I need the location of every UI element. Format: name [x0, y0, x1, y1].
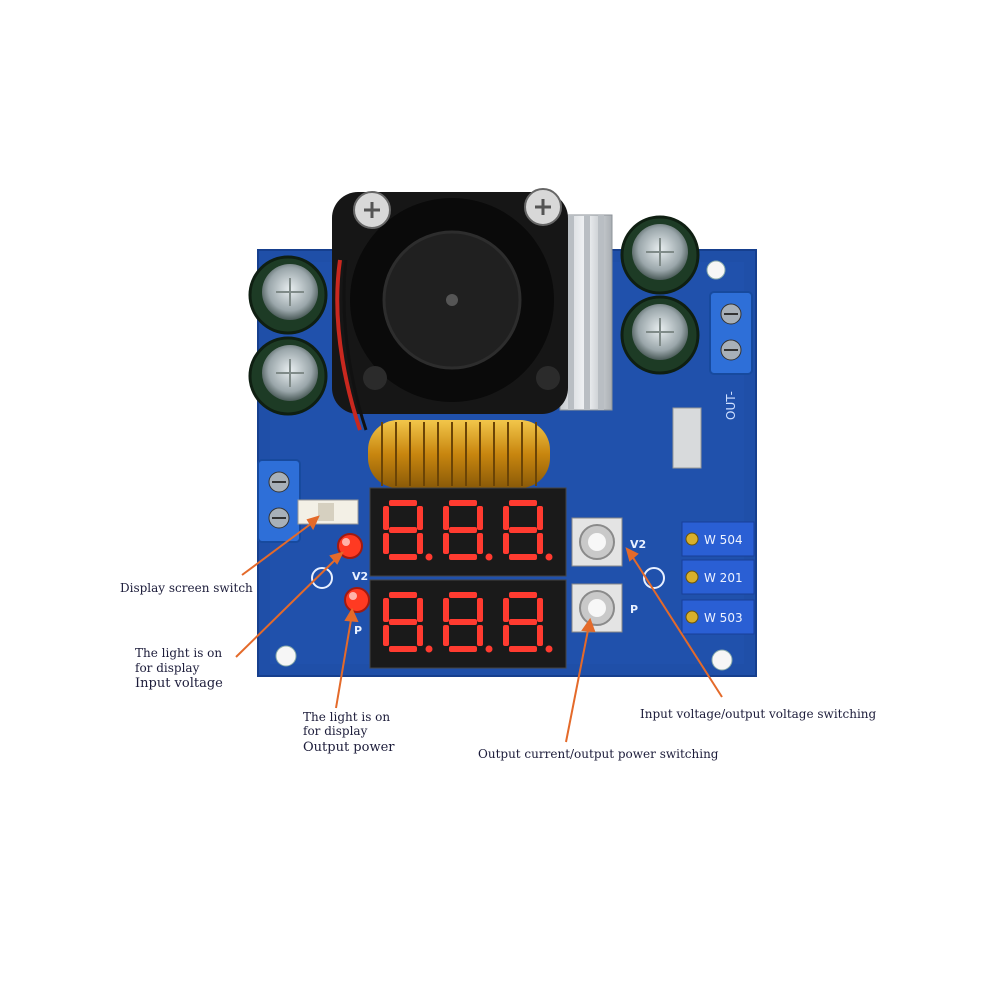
segment: [383, 625, 389, 646]
led-icon: [344, 587, 370, 613]
decimal-point: [425, 553, 433, 561]
segment: [389, 500, 417, 506]
annotation-light-input-2: for display: [135, 661, 200, 675]
segment: [389, 646, 417, 652]
segment: [383, 533, 389, 554]
button-p-label: P: [630, 603, 638, 616]
segment: [537, 533, 543, 554]
pot-label-3: W 503: [704, 611, 743, 625]
led-p-label: P: [354, 624, 362, 637]
segment: [443, 506, 449, 530]
segment: [477, 533, 483, 554]
segment: [477, 598, 483, 622]
annotation-light-output-1: The light is on: [303, 710, 391, 724]
screw-terminal-icon: [257, 459, 301, 543]
segment: [509, 500, 537, 506]
segment: [449, 527, 477, 533]
potentiometer-icon[interactable]: W 504: [681, 521, 755, 557]
segment: [443, 533, 449, 554]
decimal-point: [485, 645, 493, 653]
mount-hole: [643, 567, 665, 589]
annotation-light-output-3: Output power: [303, 740, 395, 755]
inductor-coil-icon: [368, 420, 550, 488]
segment: [449, 500, 477, 506]
heatsink-icon: [559, 214, 613, 411]
decimal-point: [545, 553, 553, 561]
display-slide-switch[interactable]: [297, 499, 359, 525]
annotation-display-switch: Display screen switch: [120, 581, 253, 595]
segment: [449, 592, 477, 598]
mount-hole: [311, 567, 333, 589]
annotation-light-input-3: Input voltage: [135, 676, 223, 691]
segment: [477, 506, 483, 530]
segment: [389, 554, 417, 560]
led-icon: [337, 533, 363, 559]
segment: [509, 592, 537, 598]
fan-icon: [332, 188, 568, 431]
segment: [449, 554, 477, 560]
sense-resistor: [672, 407, 702, 469]
display-segments: [383, 500, 553, 653]
annotation-arrows: [235, 515, 723, 743]
segment: [449, 646, 477, 652]
potentiometer-icon[interactable]: W 503: [681, 599, 755, 635]
segment: [509, 646, 537, 652]
led-v2-label: V2: [352, 570, 368, 583]
segment: [389, 619, 417, 625]
capacitor-icon: [248, 255, 328, 416]
segment: [537, 625, 543, 646]
segment: [537, 598, 543, 622]
segment: [503, 625, 509, 646]
segment: [503, 533, 509, 554]
decimal-point: [545, 645, 553, 653]
segment: [383, 506, 389, 530]
segment: [509, 527, 537, 533]
annotation-light-input-1: The light is on: [135, 646, 223, 660]
segment: [389, 527, 417, 533]
pot-label-1: W 504: [704, 533, 743, 547]
segment: [537, 506, 543, 530]
segment: [449, 619, 477, 625]
potentiometer-icon[interactable]: W 201: [681, 559, 755, 595]
segment: [417, 506, 423, 530]
screw-terminal-icon: [709, 291, 753, 375]
segment: [417, 598, 423, 622]
annotation-current-power-switch: Output current/output power switching: [478, 747, 719, 761]
out-minus-label: OUT-: [724, 391, 738, 420]
capacitor-icon: [620, 215, 700, 375]
push-button-icon[interactable]: [571, 583, 623, 633]
button-v2-label: V2: [630, 538, 646, 551]
segment: [503, 506, 509, 530]
decimal-point: [485, 553, 493, 561]
push-button-icon[interactable]: [571, 517, 623, 567]
segment: [443, 625, 449, 646]
annotation-light-output-2: for display: [303, 724, 368, 738]
segment: [389, 592, 417, 598]
segment: [417, 533, 423, 554]
pot-label-2: W 201: [704, 571, 743, 585]
annotation-input-output-switch: Input voltage/output voltage switching: [640, 707, 877, 721]
segment: [383, 598, 389, 622]
segment: [503, 598, 509, 622]
segment: [443, 598, 449, 622]
segment: [509, 619, 537, 625]
segment: [509, 554, 537, 560]
segment: [417, 625, 423, 646]
decimal-point: [425, 645, 433, 653]
segment: [477, 625, 483, 646]
